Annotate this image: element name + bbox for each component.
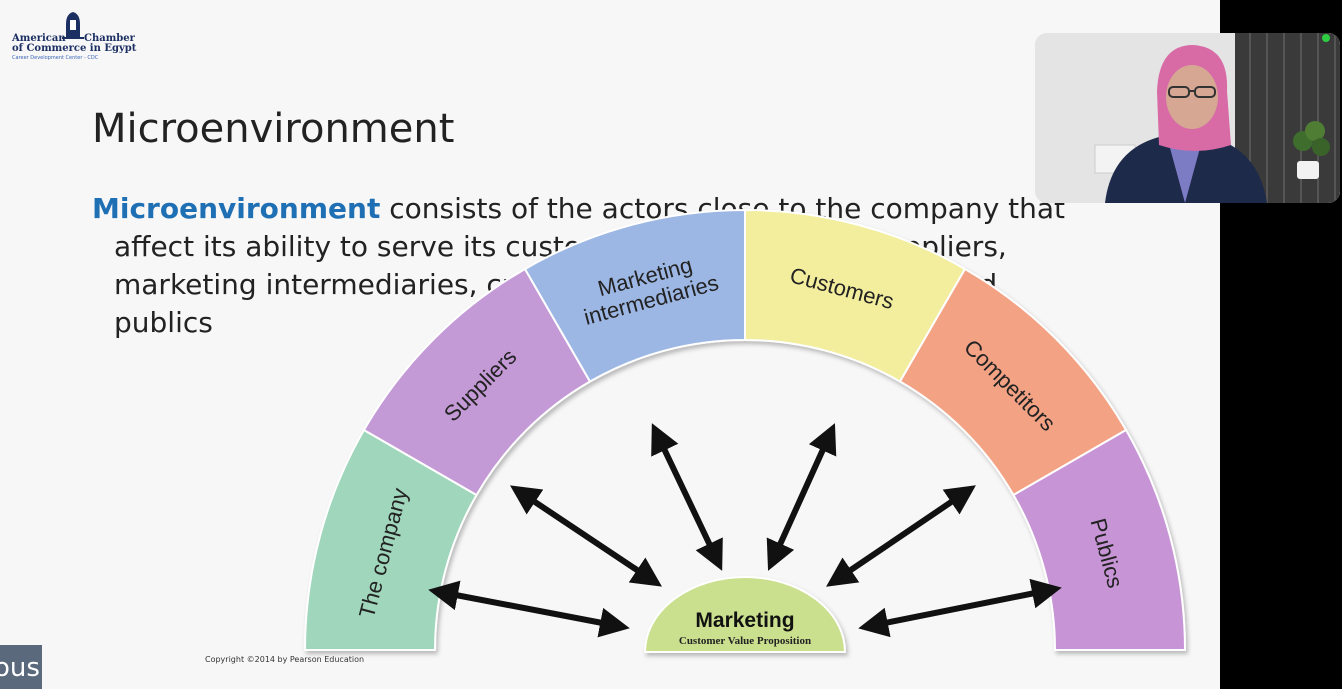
marketing-center-shape	[643, 576, 847, 653]
center-subtitle: Customer Value Proposition	[679, 635, 811, 647]
participant-video-tile[interactable]	[1035, 33, 1340, 203]
microenvironment-diagram: The companySuppliersMarketingintermediar…	[303, 208, 1187, 653]
plant-icon	[1293, 121, 1330, 179]
status-indicator	[1322, 34, 1330, 42]
body-line-1: Microenvironment consists of the actors …	[92, 190, 1092, 228]
logo-text-american: American	[12, 33, 66, 44]
double-arrow-1	[428, 580, 630, 638]
presentation-slide: American Chamber of Commerce in Egypt Ca…	[0, 0, 1220, 689]
participant-video-frame	[1035, 33, 1340, 203]
corner-text: ous	[0, 653, 40, 683]
center-title: Marketing	[695, 609, 794, 632]
double-arrow-4	[766, 423, 837, 571]
slide-title: Microenvironment	[92, 106, 455, 152]
copyright-text: Copyright ©2014 by Pearson Education	[205, 655, 365, 664]
double-arrow-2	[510, 485, 662, 587]
double-arrow-5	[826, 485, 976, 587]
logo-text-commerce: of Commerce in Egypt	[12, 43, 137, 54]
keyword-microenvironment: Microenvironment	[92, 192, 381, 225]
logo-text-cdc: Career Development Center - CDC	[12, 55, 99, 61]
double-arrow-3	[651, 423, 723, 571]
amcham-logo: American Chamber of Commerce in Egypt Ca…	[10, 10, 140, 65]
body-line-4: publics	[114, 306, 213, 339]
lighthouse-icon	[62, 12, 84, 39]
logo-text-chamber: Chamber	[84, 33, 135, 44]
double-arrow-6	[858, 578, 1062, 638]
corner-thumbnail: ous	[0, 645, 42, 689]
